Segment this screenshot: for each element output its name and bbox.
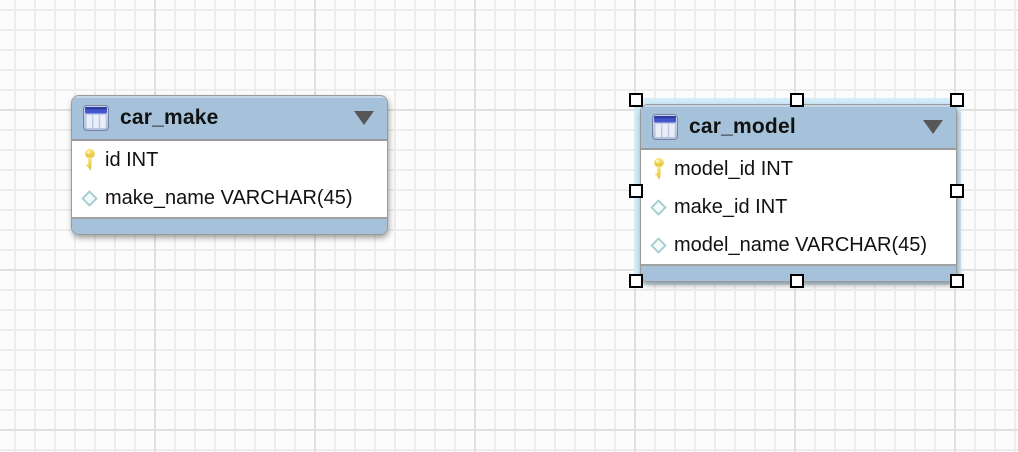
table-columns: model_id INT make_id INT model_name VARC… <box>641 150 956 264</box>
resize-handle-bottom-center[interactable] <box>790 274 804 288</box>
table-title: car_model <box>689 114 796 138</box>
table-figure-car-make[interactable]: car_make id INT make_name VARCHAR(45) <box>71 95 388 235</box>
column-row[interactable]: make_id INT <box>641 188 956 226</box>
primary-key-icon <box>652 157 666 181</box>
resize-handle-middle-right[interactable] <box>950 184 964 198</box>
table-header[interactable]: car_make <box>72 96 387 141</box>
column-diamond-icon <box>81 190 98 207</box>
table-figure-car-model[interactable]: car_model model_id INT make_id INT model… <box>640 104 957 282</box>
table-title: car_make <box>120 105 219 129</box>
column-diamond-icon <box>650 199 667 216</box>
resize-handle-middle-left[interactable] <box>629 184 643 198</box>
resize-handle-top-left[interactable] <box>629 93 643 107</box>
column-label: id INT <box>105 148 159 171</box>
resize-handle-bottom-left[interactable] <box>629 274 643 288</box>
table-icon <box>83 105 109 131</box>
resize-handle-bottom-right[interactable] <box>950 274 964 288</box>
collapse-arrow-icon[interactable] <box>923 119 943 134</box>
column-row[interactable]: model_id INT <box>641 150 956 188</box>
column-label: make_name VARCHAR(45) <box>105 186 353 209</box>
table-footer <box>641 264 956 281</box>
table-footer <box>72 217 387 234</box>
column-diamond-icon <box>650 237 667 254</box>
resize-handle-top-right[interactable] <box>950 93 964 107</box>
column-row[interactable]: make_name VARCHAR(45) <box>72 179 387 217</box>
column-label: model_id INT <box>674 157 793 180</box>
resize-handle-top-center[interactable] <box>790 93 804 107</box>
column-label: make_id INT <box>674 195 788 218</box>
column-label: model_name VARCHAR(45) <box>674 233 928 256</box>
column-row[interactable]: id INT <box>72 141 387 179</box>
column-row[interactable]: model_name VARCHAR(45) <box>641 226 956 264</box>
table-icon <box>652 114 678 140</box>
table-header[interactable]: car_model <box>641 105 956 150</box>
primary-key-icon <box>83 148 97 172</box>
table-columns: id INT make_name VARCHAR(45) <box>72 141 387 217</box>
collapse-arrow-icon[interactable] <box>354 110 374 125</box>
